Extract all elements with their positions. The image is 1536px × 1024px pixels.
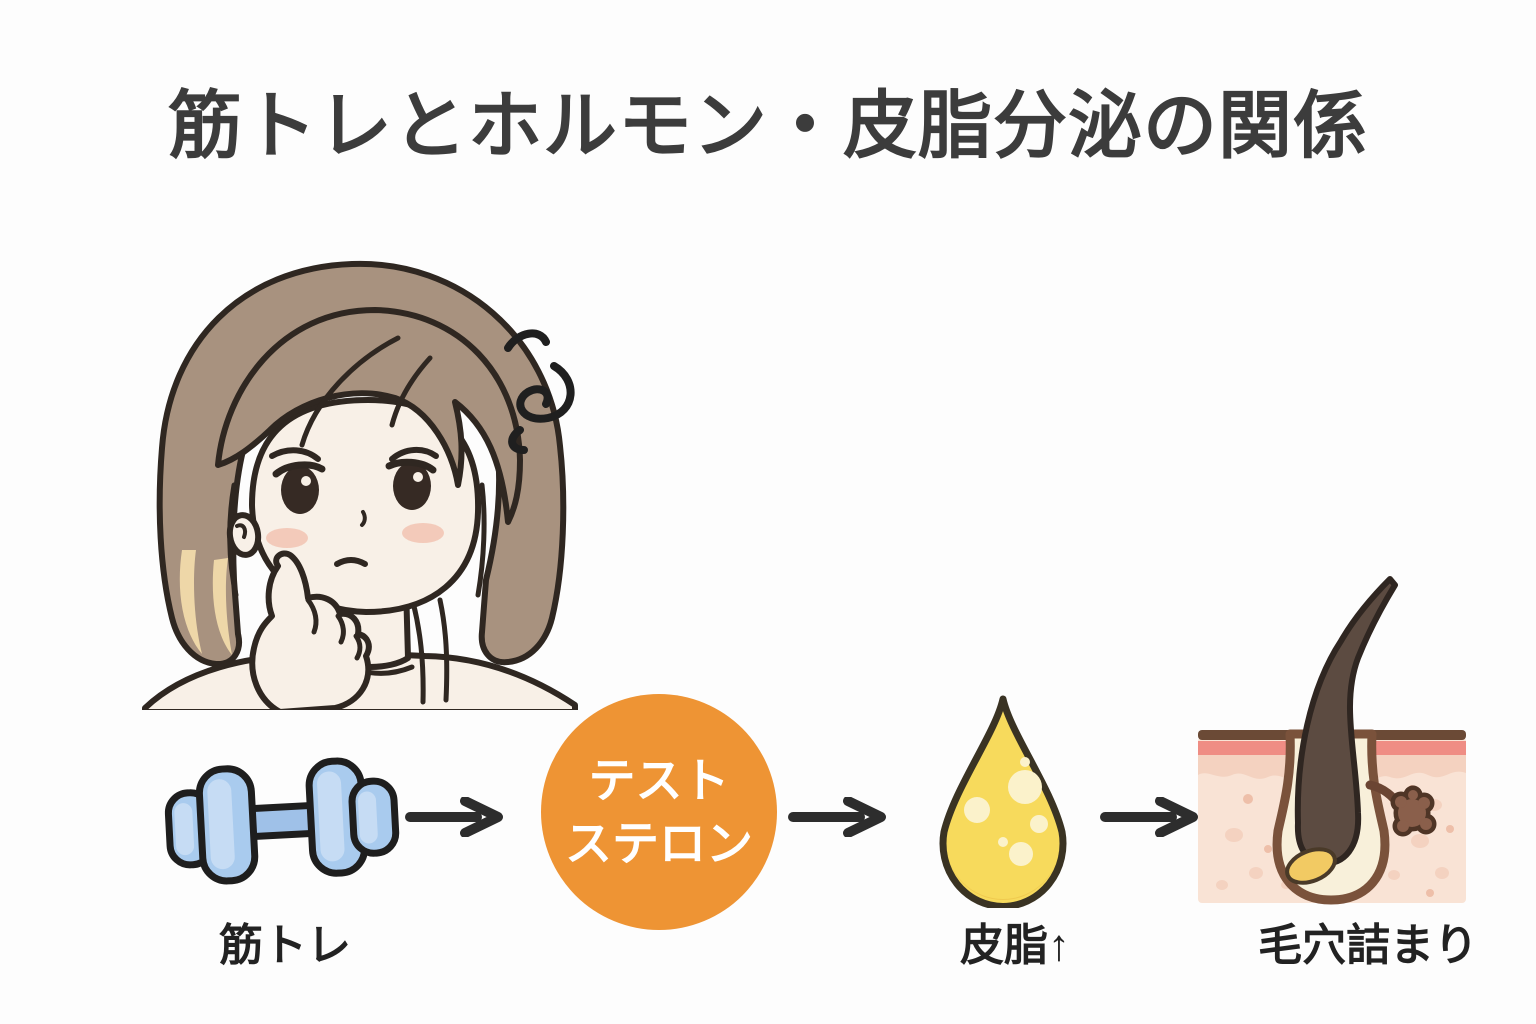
hair-highlight-strands [179, 550, 232, 655]
skin-mottling [1198, 753, 1466, 890]
arrow-right-icon-2 [788, 797, 886, 837]
sebum-drop-icon [939, 695, 1067, 908]
sebaceous-gland [1365, 780, 1437, 837]
label-training: 筋トレ [219, 921, 351, 970]
testosterone-text-line2: ステロン [565, 817, 753, 870]
testosterone-text-line1: テスト [588, 753, 730, 807]
hand-on-chin [249, 550, 372, 710]
label-sebum: 皮脂↑ [960, 921, 1070, 970]
finger-lines [305, 597, 363, 661]
drop-bubbles [964, 757, 1048, 866]
drop-body [939, 695, 1067, 908]
frown-mouth [334, 557, 368, 567]
testosterone-circle: テスト ステロン [541, 694, 777, 930]
bangs [215, 307, 523, 525]
eyes [281, 462, 431, 514]
camisole-strap [410, 597, 450, 705]
eyelash-lines [272, 458, 437, 478]
worried-woman-illustration [142, 260, 578, 710]
sebum-plug [1285, 847, 1337, 885]
dumbbell-icon [164, 757, 400, 885]
clogged-hair-follicle-icon [1198, 576, 1466, 905]
blush [266, 523, 444, 548]
page-title: 筋トレとホルモン・皮脂分泌の関係 [168, 84, 1368, 167]
hair-strand-lines [227, 335, 487, 598]
worried-eyebrows [269, 447, 439, 462]
arrow-right-icon-1 [405, 797, 503, 837]
arrow-right-icon-3 [1100, 797, 1198, 837]
confusion-squiggle-icon [504, 329, 575, 454]
label-clogged-pores: 毛穴詰まり [1258, 921, 1478, 970]
dumbbell-highlights [174, 771, 378, 870]
nose [360, 510, 367, 527]
